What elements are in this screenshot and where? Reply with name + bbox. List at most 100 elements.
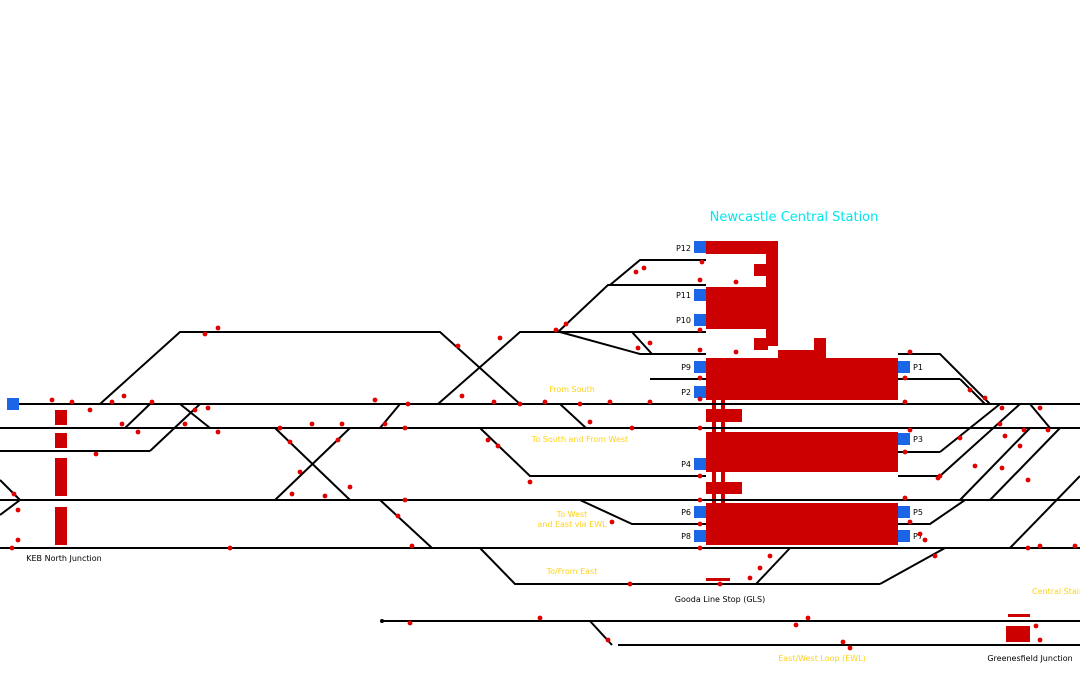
signal-106 bbox=[1025, 545, 1031, 551]
signal-70 bbox=[609, 519, 615, 525]
signal-2 bbox=[202, 331, 208, 337]
signal-105 bbox=[932, 553, 938, 559]
route-to-south-from-west: To South and From West bbox=[531, 435, 628, 444]
signal-15 bbox=[277, 425, 283, 431]
marker-p2 bbox=[694, 386, 706, 398]
track-crossover bbox=[0, 479, 21, 501]
signal-86 bbox=[967, 387, 973, 393]
signal-38 bbox=[733, 279, 739, 285]
signal-74 bbox=[757, 565, 763, 571]
signal-85 bbox=[902, 399, 908, 405]
signal-6 bbox=[69, 399, 75, 405]
bridge-pier bbox=[55, 458, 67, 496]
signal-34 bbox=[647, 340, 653, 346]
track-crossover bbox=[124, 403, 151, 429]
signal-82 bbox=[847, 645, 853, 651]
signal-73 bbox=[747, 575, 753, 581]
signal-26 bbox=[577, 401, 583, 407]
signal-41 bbox=[733, 349, 739, 355]
buffer-stop bbox=[380, 619, 384, 623]
track-east-cross bbox=[1029, 403, 1051, 429]
signal-77 bbox=[407, 620, 413, 626]
signal-89 bbox=[902, 449, 908, 455]
signal-29 bbox=[455, 343, 461, 349]
track-hidden bbox=[0, 250, 100, 404]
signal-48 bbox=[287, 439, 293, 445]
signal-109 bbox=[999, 405, 1005, 411]
signal-13 bbox=[182, 421, 188, 427]
label-p12: P12 bbox=[676, 244, 691, 253]
signal-81 bbox=[840, 639, 846, 645]
signal-54 bbox=[395, 513, 401, 519]
signal-3 bbox=[121, 393, 127, 399]
signal-32 bbox=[563, 321, 569, 327]
signal-18 bbox=[382, 421, 388, 427]
label-p10: P10 bbox=[676, 316, 691, 325]
marker-keb-west bbox=[7, 398, 19, 410]
signal-39 bbox=[697, 277, 703, 283]
route-east-west-loop: East/West Loop (EWL) bbox=[778, 654, 866, 663]
label-p5: P5 bbox=[913, 508, 923, 517]
label-p6: P6 bbox=[681, 508, 691, 517]
signal-83 bbox=[907, 349, 913, 355]
platform-gls bbox=[706, 578, 730, 581]
label-p4: P4 bbox=[681, 460, 691, 469]
platform-blocks bbox=[55, 241, 1030, 642]
track-east-cross bbox=[939, 403, 1001, 453]
signal-66 bbox=[697, 473, 703, 479]
route-central-stairs: Central Stairs bbox=[1032, 587, 1080, 596]
marker-p3 bbox=[898, 433, 910, 445]
track-east-p1 bbox=[898, 353, 991, 405]
signal-69 bbox=[697, 545, 703, 551]
signal-33 bbox=[635, 345, 641, 351]
signal-44 bbox=[697, 396, 703, 402]
signal-55 bbox=[402, 497, 408, 503]
signal-102 bbox=[907, 519, 913, 525]
signal-24 bbox=[517, 401, 523, 407]
signal-90 bbox=[957, 435, 963, 441]
signal-95 bbox=[999, 465, 1005, 471]
track-p12 bbox=[609, 259, 706, 286]
label-keb-north-junction: KEB North Junction bbox=[26, 554, 101, 563]
marker-p6 bbox=[694, 506, 706, 518]
bridge-pier bbox=[55, 410, 67, 425]
signal-4 bbox=[109, 399, 115, 405]
signal-27 bbox=[607, 399, 613, 405]
route-from-south: From South bbox=[549, 385, 595, 394]
signal-103 bbox=[917, 531, 923, 537]
track-to-east-3 bbox=[879, 547, 946, 585]
signal-65 bbox=[697, 425, 703, 431]
track-to-east bbox=[479, 547, 706, 585]
bridge-pier bbox=[55, 433, 67, 448]
signal-28 bbox=[647, 399, 653, 405]
route-to-west-2: and East via EWL bbox=[537, 520, 607, 529]
marker-p10 bbox=[694, 314, 706, 326]
route-to-from-east: To/From East bbox=[546, 567, 598, 576]
platform-p12 bbox=[706, 241, 778, 254]
label-greenesfield-junction: Greenesfield Junction bbox=[987, 654, 1072, 663]
signal-80 bbox=[805, 615, 811, 621]
signal-98 bbox=[1017, 443, 1023, 449]
signal-59 bbox=[15, 537, 21, 543]
track-crossover bbox=[149, 403, 201, 452]
concourse-roof bbox=[778, 350, 814, 360]
signal-57 bbox=[227, 545, 233, 551]
signal-14 bbox=[215, 429, 221, 435]
track-crossover bbox=[559, 403, 587, 429]
signal-67 bbox=[697, 497, 703, 503]
marker-p5 bbox=[898, 506, 910, 518]
label-p1: P1 bbox=[913, 363, 923, 372]
signal-107 bbox=[1037, 543, 1043, 549]
signal-9 bbox=[192, 407, 198, 413]
signal-112 bbox=[1037, 637, 1043, 643]
label-p9: P9 bbox=[681, 363, 691, 372]
track-crossover bbox=[179, 403, 211, 429]
concourse-tower bbox=[814, 338, 826, 360]
signal-51 bbox=[322, 493, 328, 499]
signal-99 bbox=[935, 475, 941, 481]
track-p10-line bbox=[631, 331, 706, 355]
signal-53 bbox=[347, 484, 353, 490]
marker-p11 bbox=[694, 289, 706, 301]
platform-greenesfield bbox=[1008, 614, 1030, 617]
signal-40 bbox=[697, 327, 703, 333]
